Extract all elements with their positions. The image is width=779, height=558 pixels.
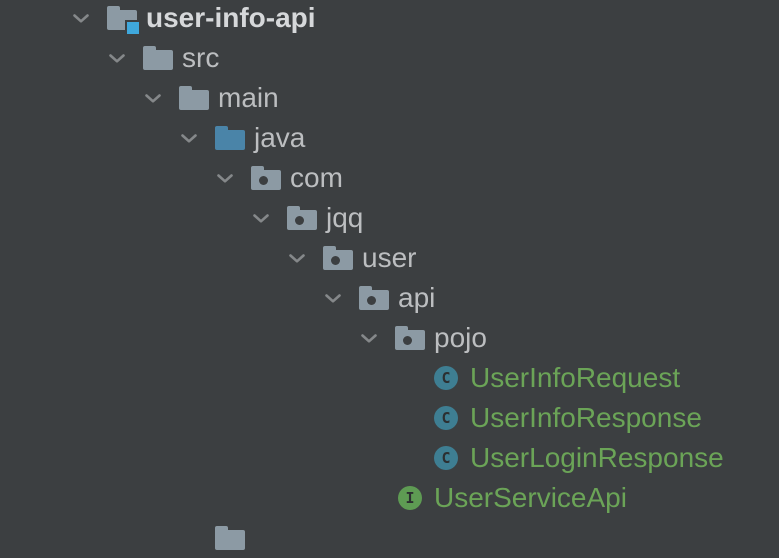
tree-item-label: user [362,242,417,273]
tree-item-label: src [182,42,220,73]
folder-body [215,530,245,550]
chevron-down-icon[interactable] [108,53,126,64]
folder-icon [143,46,173,70]
interface-icon: I [398,486,422,510]
folder-body [143,50,173,70]
tree-item-label: user-info-api [146,2,316,33]
package-dot [367,296,376,305]
package-dot [403,336,412,345]
chevron-down-icon[interactable] [72,13,90,24]
chevron-down-icon[interactable] [144,93,162,104]
class-icon: C [434,446,458,470]
tree-row[interactable]: com [0,158,779,198]
tree-item-label: java [254,122,306,153]
tree-row[interactable]: user [0,238,779,278]
tree-row[interactable]: api [0,278,779,318]
class-icon: C [434,406,458,430]
tree-row[interactable]: main [0,78,779,118]
tree-row[interactable]: C UserLoginResponse [0,438,779,478]
class-icon: C [434,366,458,390]
package-dot [259,176,268,185]
tree-item-label: UserLoginResponse [470,442,724,473]
class-badge-letter: C [441,449,451,467]
tree-row[interactable]: C UserInfoResponse [0,398,779,438]
chevron-down-icon[interactable] [360,333,378,344]
tree-item-label: api [398,282,436,313]
tree-row[interactable]: I UserServiceApi [0,478,779,518]
tree-item-label: com [290,162,343,193]
project-folder-icon [107,6,141,36]
tree-row[interactable]: C UserInfoRequest [0,358,779,398]
tree-row[interactable]: pojo [0,318,779,358]
interface-badge-letter: I [405,489,415,507]
folder-icon [179,86,209,110]
tree-item-label: main [218,82,279,113]
tree-item-label: UserServiceApi [434,482,627,513]
class-badge-letter: C [441,369,451,387]
class-badge-letter: C [441,409,451,427]
package-icon [323,246,353,270]
folder-body [179,90,209,110]
package-icon [251,166,281,190]
project-root-badge [125,20,141,36]
package-icon [395,326,425,350]
tree-item-label: jqq [326,202,364,233]
chevron-down-icon[interactable] [252,213,270,224]
tree-item-label: UserInfoResponse [470,402,702,433]
source-folder-icon [215,126,245,150]
package-icon [287,206,317,230]
package-dot [331,256,340,265]
tree-row[interactable]: user-info-api [0,0,779,38]
chevron-down-icon[interactable] [216,173,234,184]
tree-item-label: pojo [434,322,487,353]
tree-row[interactable]: jqq [0,198,779,238]
package-icon [359,286,389,310]
folder-body [215,130,245,150]
chevron-down-icon[interactable] [288,253,306,264]
folder-icon [215,526,245,550]
tree-row[interactable]: src [0,38,779,78]
package-dot [295,216,304,225]
chevron-down-icon[interactable] [180,133,198,144]
tree-row[interactable]: java [0,118,779,158]
tree-row-partial[interactable] [0,518,779,558]
tree-item-label: UserInfoRequest [470,362,681,393]
chevron-down-icon[interactable] [324,293,342,304]
